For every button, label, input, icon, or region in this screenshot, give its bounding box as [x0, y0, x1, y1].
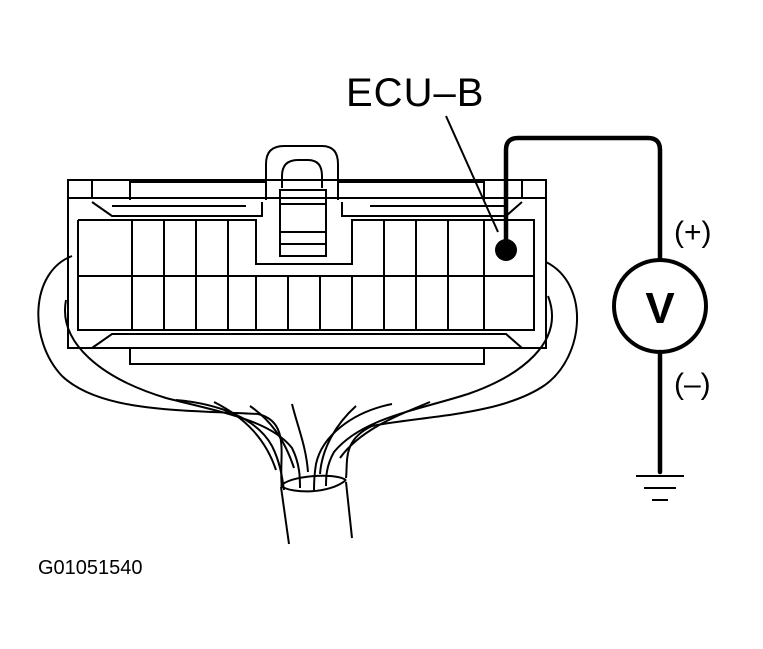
harness-cable: [280, 474, 353, 545]
meter-symbol: V: [645, 284, 675, 333]
polarity-positive-label: (+): [674, 216, 712, 249]
callout-leader: [445, 115, 499, 233]
ground-symbol-icon: [636, 475, 684, 501]
voltmeter-icon: V: [612, 258, 708, 354]
figure-code: G01051540: [38, 557, 143, 579]
connector: [67, 145, 547, 365]
test-lead-positive: [495, 135, 663, 263]
polarity-negative-label: (–): [674, 368, 711, 401]
terminal-label: ECU–B: [346, 71, 484, 115]
wire-harness: [37, 255, 578, 491]
